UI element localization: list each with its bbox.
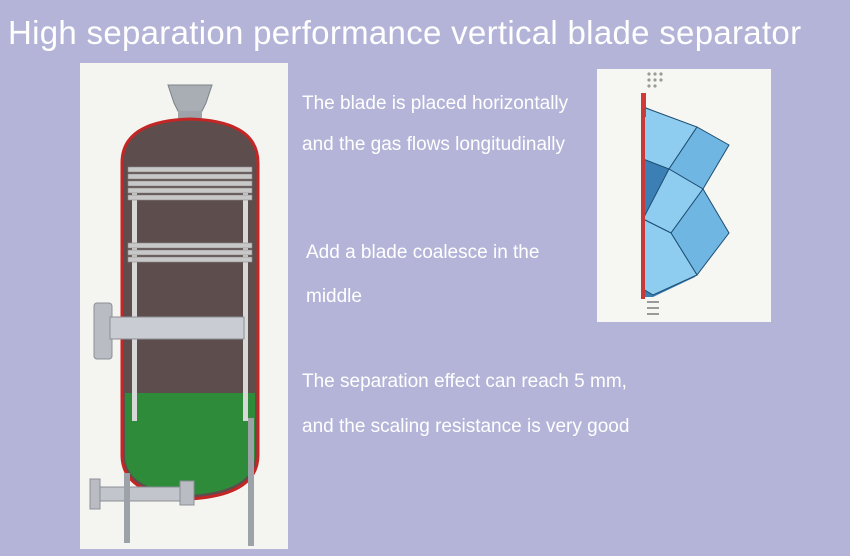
zigzag-blade-pack-illustration [641, 72, 730, 315]
description-separation-effect: The separation effect can reach 5 mm, an… [302, 371, 630, 437]
blade-illustration-panel [597, 69, 771, 322]
page-title: High separation performance vertical bla… [8, 14, 802, 51]
description-blade-orientation: The blade is placed horizontally and the… [302, 93, 569, 155]
description-blade-coalescer: Add a blade coalesce in the middle [306, 242, 540, 307]
vertical-separator-vessel-illustration [89, 84, 260, 546]
vessel-illustration-panel [80, 63, 288, 549]
